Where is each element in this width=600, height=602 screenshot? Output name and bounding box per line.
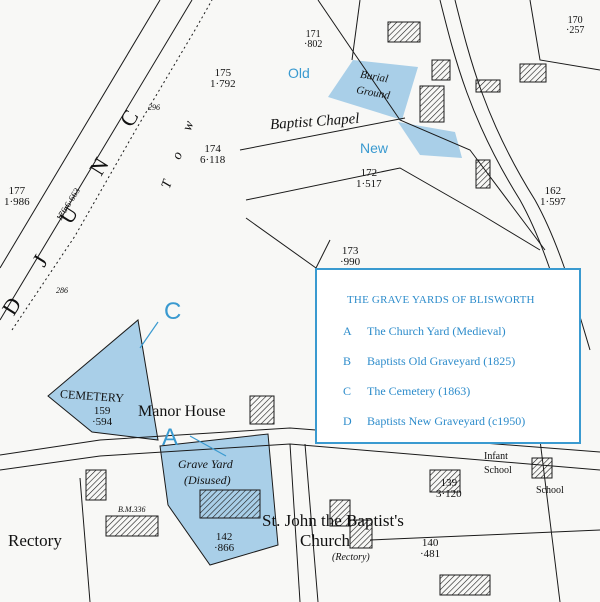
callout-a-leader (189, 435, 227, 457)
field-boundary-4 (351, 0, 361, 61)
benchmark-label: B.M.336 (118, 505, 146, 514)
building-12 (349, 519, 373, 549)
parcel-171: 171·802 (304, 29, 323, 50)
building-13 (439, 574, 491, 596)
lane-4 (0, 455, 101, 471)
spot-height-1: 296 (148, 103, 160, 112)
school-label: School (536, 485, 564, 496)
building-4 (475, 79, 501, 93)
building-1 (387, 21, 421, 43)
main-street-1 (99, 427, 600, 453)
spot-height-2: 286 (56, 286, 68, 295)
parcel-170: 170·257 (566, 15, 585, 36)
building-9 (429, 469, 461, 493)
callout-c-leader (139, 321, 159, 349)
field-boundary-1 (11, 0, 213, 331)
building-11 (329, 499, 351, 527)
callout-a: A (162, 424, 179, 451)
grave-yard-label-2: (Disused) (184, 473, 231, 487)
parcel-140: 140·481 (420, 537, 441, 560)
field-boundary-6 (315, 239, 331, 269)
building-5 (519, 63, 547, 83)
burial-ground-highlight (328, 60, 418, 120)
church-label: St. John the Baptist's (262, 511, 404, 530)
cemetery-highlight (48, 320, 158, 440)
callout-new: New (360, 140, 389, 156)
lane-1 (289, 443, 301, 602)
callout-old: Old (288, 65, 310, 81)
new-graveyard-highlight (398, 122, 462, 158)
church-label-2: Church (300, 531, 351, 550)
parcel-159: 159·594 (92, 405, 113, 428)
building-7 (105, 515, 159, 537)
church-building (199, 489, 261, 519)
callout-c: C (164, 298, 182, 325)
railway-line-1 (0, 0, 161, 269)
building-8 (85, 469, 107, 501)
lane-3 (0, 439, 101, 456)
road-edge-4 (239, 117, 406, 151)
lane-5 (79, 477, 91, 602)
manor-house-label: Manor House (138, 403, 226, 420)
building-14 (249, 395, 275, 425)
field-boundary-2 (245, 167, 541, 251)
building-6 (475, 159, 491, 189)
railway-line-2 (0, 0, 193, 321)
grave-yard-label-1: Grave Yard (178, 457, 233, 471)
road-edge-3 (317, 0, 546, 251)
field-boundary-3 (245, 217, 317, 269)
field-boundary-5 (529, 0, 600, 71)
infant-school-label-1: Infant (484, 451, 508, 462)
legend-title: THE GRAVE YARDS OF BLISWORTH (347, 294, 535, 306)
building-2 (419, 85, 445, 123)
building-3 (431, 59, 451, 81)
lane-2 (304, 443, 319, 602)
rectory-label: Rectory (8, 531, 62, 550)
church-yard-outline (159, 433, 279, 566)
building-10 (531, 457, 553, 479)
church-rectory-label: (Rectory) (332, 552, 370, 563)
infant-school-label-2: School (484, 465, 512, 476)
lane-6 (369, 529, 600, 541)
parcel-142: 142·866 (214, 531, 235, 554)
parcel-173: 173·990 (340, 245, 361, 268)
cemetery-outline (47, 319, 159, 441)
